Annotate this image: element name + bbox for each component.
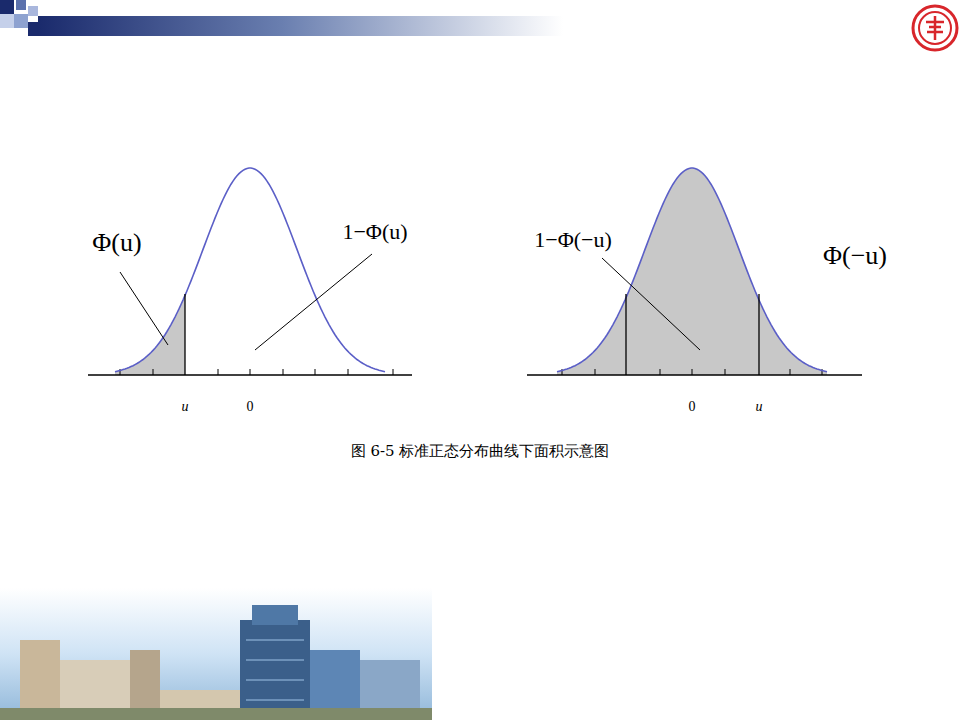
header-squares [0, 0, 38, 36]
right-normal-curve [527, 168, 862, 375]
logo-seal [913, 6, 957, 50]
axis-label: u [756, 399, 763, 414]
axis-label: u [182, 399, 189, 414]
campus-picture [0, 588, 432, 720]
area-label: Φ(−u) [823, 242, 887, 271]
left-normal-curve [88, 168, 412, 375]
figure-caption: 图 6-5 标准正态分布曲线下面积示意图 [351, 443, 610, 460]
header-bar [38, 16, 738, 36]
axis-label: 0 [689, 399, 696, 414]
area-label: 1−Φ(−u) [534, 228, 612, 252]
area-label: Φ(u) [92, 229, 141, 258]
axis-label: 0 [247, 399, 254, 414]
area-label: 1−Φ(u) [342, 220, 407, 244]
